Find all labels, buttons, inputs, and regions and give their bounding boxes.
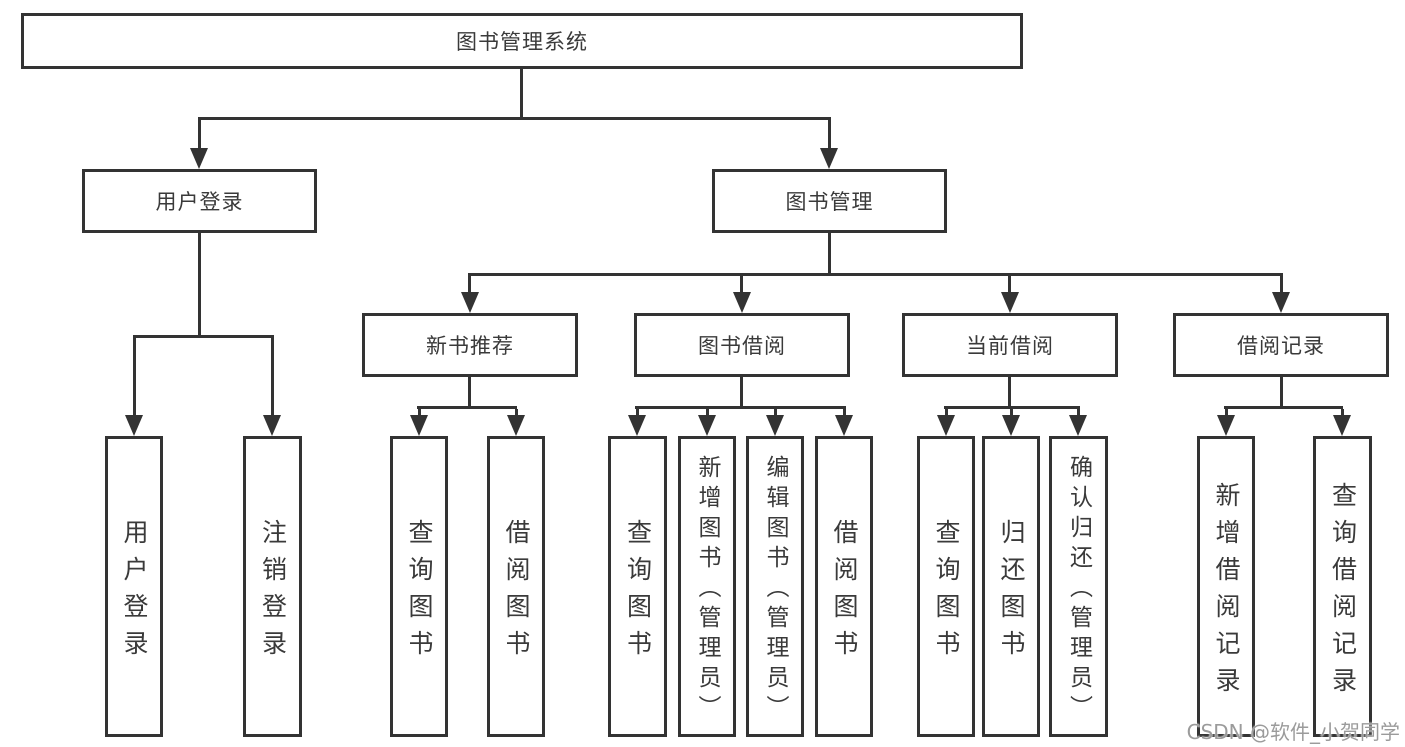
leaf-borrow-books-label: 借阅图书 bbox=[830, 518, 859, 667]
leaf-query-books-current: 查询图书 bbox=[917, 436, 975, 737]
node-new-book-recommend-label: 新书推荐 bbox=[426, 334, 514, 358]
connector-leaf-shaft bbox=[636, 409, 639, 417]
connector-leaf-shaft bbox=[1225, 409, 1228, 417]
connector-new-book-trunk bbox=[468, 377, 471, 409]
leaf-edit-books-admin: 编辑图书（管理员） bbox=[746, 436, 804, 737]
connector-drop-new-book bbox=[468, 276, 471, 294]
leaf-query-books-current-label: 查询图书 bbox=[932, 518, 961, 667]
leaf-query-borrow-record-label: 查询借阅记录 bbox=[1328, 481, 1358, 704]
leaf-return-books-label: 归还图书 bbox=[997, 518, 1026, 667]
connector-root-trunk bbox=[520, 69, 523, 118]
connector-leaf-shaft bbox=[1010, 409, 1013, 417]
leaf-logout-label: 注销登录 bbox=[258, 518, 288, 667]
connector-rail-new-book bbox=[417, 406, 517, 409]
leaf-user-login: 用户登录 bbox=[105, 436, 163, 737]
leaf-borrow-books: 借阅图书 bbox=[815, 436, 873, 737]
connector-leaf-shaft bbox=[418, 409, 421, 417]
connector-leaf-shaft bbox=[133, 338, 136, 417]
leaf-confirm-return-admin-label: 确认归还（管理员） bbox=[1065, 455, 1092, 725]
leaf-add-borrow-record: 新增借阅记录 bbox=[1197, 436, 1255, 737]
arrowhead-book-borrow bbox=[733, 292, 751, 313]
arrowhead-borrow-records bbox=[1272, 292, 1290, 313]
leaf-query-borrow-record: 查询借阅记录 bbox=[1313, 436, 1372, 737]
arrowhead-new-book bbox=[461, 292, 479, 313]
connector-rail-book-borrow bbox=[635, 406, 846, 409]
node-root-label: 图书管理系统 bbox=[456, 30, 588, 54]
watermark: CSDN @软件_小贺同学 bbox=[1186, 720, 1400, 744]
arrowhead-leaf bbox=[1217, 415, 1235, 436]
arrowhead-leaf bbox=[263, 415, 281, 436]
leaf-add-books-admin: 新增图书（管理员） bbox=[678, 436, 736, 737]
node-current-borrow: 当前借阅 bbox=[902, 313, 1118, 377]
leaf-borrow-books-recommend: 借阅图书 bbox=[487, 436, 545, 737]
connector-book-borrow-trunk bbox=[740, 377, 743, 409]
arrowhead-leaf bbox=[698, 415, 716, 436]
connector-leaf-shaft bbox=[843, 409, 846, 417]
arrowhead-user-login bbox=[190, 148, 208, 169]
node-borrow-records: 借阅记录 bbox=[1173, 313, 1389, 377]
leaf-query-books-recommend-label: 查询图书 bbox=[405, 518, 434, 667]
node-borrow-records-label: 借阅记录 bbox=[1237, 334, 1325, 358]
leaf-edit-books-admin-label: 编辑图书（管理员） bbox=[762, 455, 788, 725]
connector-borrow-records-trunk bbox=[1280, 377, 1283, 409]
connector-rail-level2 bbox=[198, 117, 831, 120]
arrowhead-leaf bbox=[1333, 415, 1351, 436]
leaf-confirm-return-admin: 确认归还（管理员） bbox=[1049, 436, 1108, 737]
connector-leaf-shaft bbox=[706, 409, 709, 417]
node-root: 图书管理系统 bbox=[21, 13, 1023, 69]
connector-drop-book-borrow bbox=[740, 276, 743, 294]
leaf-borrow-books-recommend-label: 借阅图书 bbox=[502, 518, 531, 667]
connector-leaf-shaft bbox=[1341, 409, 1344, 417]
connector-leaf-shaft bbox=[515, 409, 518, 417]
arrowhead-leaf bbox=[835, 415, 853, 436]
node-user-login: 用户登录 bbox=[82, 169, 317, 233]
leaf-add-borrow-record-label: 新增借阅记录 bbox=[1212, 481, 1241, 704]
connector-drop-current-borrow bbox=[1008, 276, 1011, 294]
arrowhead-leaf bbox=[1002, 415, 1020, 436]
leaf-return-books: 归还图书 bbox=[982, 436, 1040, 737]
arrowhead-leaf bbox=[937, 415, 955, 436]
connector-book-management-trunk bbox=[828, 233, 831, 276]
arrowhead-leaf bbox=[766, 415, 784, 436]
connector-drop-borrow-records bbox=[1280, 276, 1283, 294]
leaf-user-login-label: 用户登录 bbox=[120, 518, 149, 667]
connector-leaf-shaft bbox=[945, 409, 948, 417]
connector-rail-borrow-records bbox=[1224, 406, 1343, 409]
connector-current-borrow-trunk bbox=[1008, 377, 1011, 409]
leaf-query-books-borrow-label: 查询图书 bbox=[623, 518, 653, 667]
connector-rail-user-login bbox=[133, 335, 274, 338]
arrowhead-book-management bbox=[820, 148, 838, 169]
leaf-query-books-borrow: 查询图书 bbox=[608, 436, 667, 737]
leaf-add-books-admin-label: 新增图书（管理员） bbox=[694, 455, 720, 725]
leaf-query-books-recommend: 查询图书 bbox=[390, 436, 448, 737]
connector-drop-user-login bbox=[198, 117, 201, 151]
arrowhead-leaf bbox=[410, 415, 428, 436]
arrowhead-current-borrow bbox=[1001, 292, 1019, 313]
connector-leaf-shaft bbox=[774, 409, 777, 417]
connector-leaf-shaft bbox=[271, 338, 274, 417]
arrowhead-leaf bbox=[125, 415, 143, 436]
connector-rail-level3 bbox=[468, 273, 1283, 276]
arrowhead-leaf bbox=[507, 415, 525, 436]
connector-drop-book-management bbox=[828, 117, 831, 151]
connector-leaf-shaft bbox=[1077, 409, 1080, 417]
node-book-management-label: 图书管理 bbox=[785, 190, 874, 214]
node-book-borrow-label: 图书借阅 bbox=[698, 334, 786, 358]
connector-user-login-trunk bbox=[198, 233, 201, 338]
node-user-login-label: 用户登录 bbox=[155, 190, 244, 214]
node-new-book-recommend: 新书推荐 bbox=[362, 313, 578, 377]
arrowhead-leaf bbox=[628, 415, 646, 436]
node-book-borrow: 图书借阅 bbox=[634, 313, 850, 377]
node-book-management: 图书管理 bbox=[712, 169, 947, 233]
connector-rail-current-borrow bbox=[944, 406, 1080, 409]
leaf-logout: 注销登录 bbox=[243, 436, 302, 737]
arrowhead-leaf bbox=[1069, 415, 1087, 436]
node-current-borrow-label: 当前借阅 bbox=[966, 334, 1054, 358]
